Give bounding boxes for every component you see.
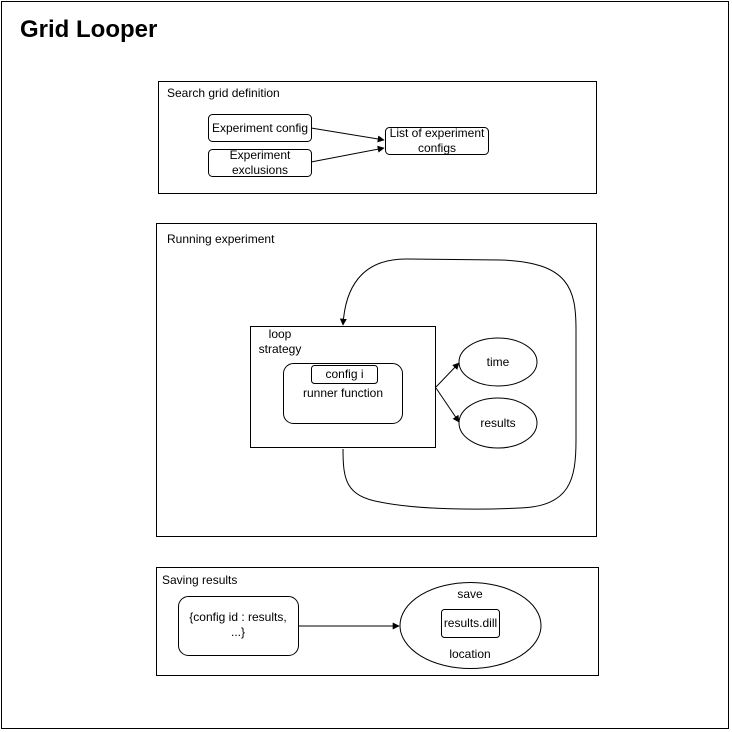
time-text: time (486, 354, 510, 369)
runner-function-text: runner function (302, 385, 384, 400)
list-of-configs-box (385, 127, 489, 155)
search-grid-section (158, 81, 597, 194)
time-ellipse (458, 337, 538, 387)
results-ellipse (458, 397, 538, 449)
results-dict-text: {config id : results, ...} (189, 610, 287, 639)
config-to-list-arrow (310, 127, 385, 143)
loop-back-arrow (339, 258, 577, 510)
saving-results-section (156, 567, 599, 676)
save-text: save (457, 586, 483, 601)
diagram-title: Grid Looper (20, 16, 158, 43)
experiment-config-text: Experiment config (211, 120, 309, 135)
save-location-ellipse (399, 582, 542, 669)
experiment-exclusions-box (208, 149, 312, 177)
loop-strategy-text: loop strategy (258, 327, 302, 356)
search-grid-label: Search grid definition (167, 86, 280, 100)
config-i-text: config i (325, 367, 364, 381)
experiment-exclusions-text: Experiment exclusions (229, 148, 291, 177)
running-experiment-section (156, 223, 597, 537)
loop-strategy-box (250, 326, 436, 448)
running-experiment-label: Running experiment (167, 232, 275, 246)
runner-function-box (283, 363, 403, 424)
results-text: results (480, 415, 516, 430)
exclusions-to-list-arrow (310, 145, 385, 163)
loop-to-time-arrow (435, 362, 460, 388)
saving-results-label: Saving results (162, 573, 238, 587)
list-of-configs-text: List of experiment configs (389, 126, 485, 155)
location-text: location (449, 646, 491, 661)
results-file-box (441, 609, 500, 638)
loop-to-results-arrow (435, 387, 460, 423)
config-i-box (311, 365, 378, 384)
results-dict-box (178, 596, 299, 656)
results-file-text: results.dill (443, 615, 498, 630)
